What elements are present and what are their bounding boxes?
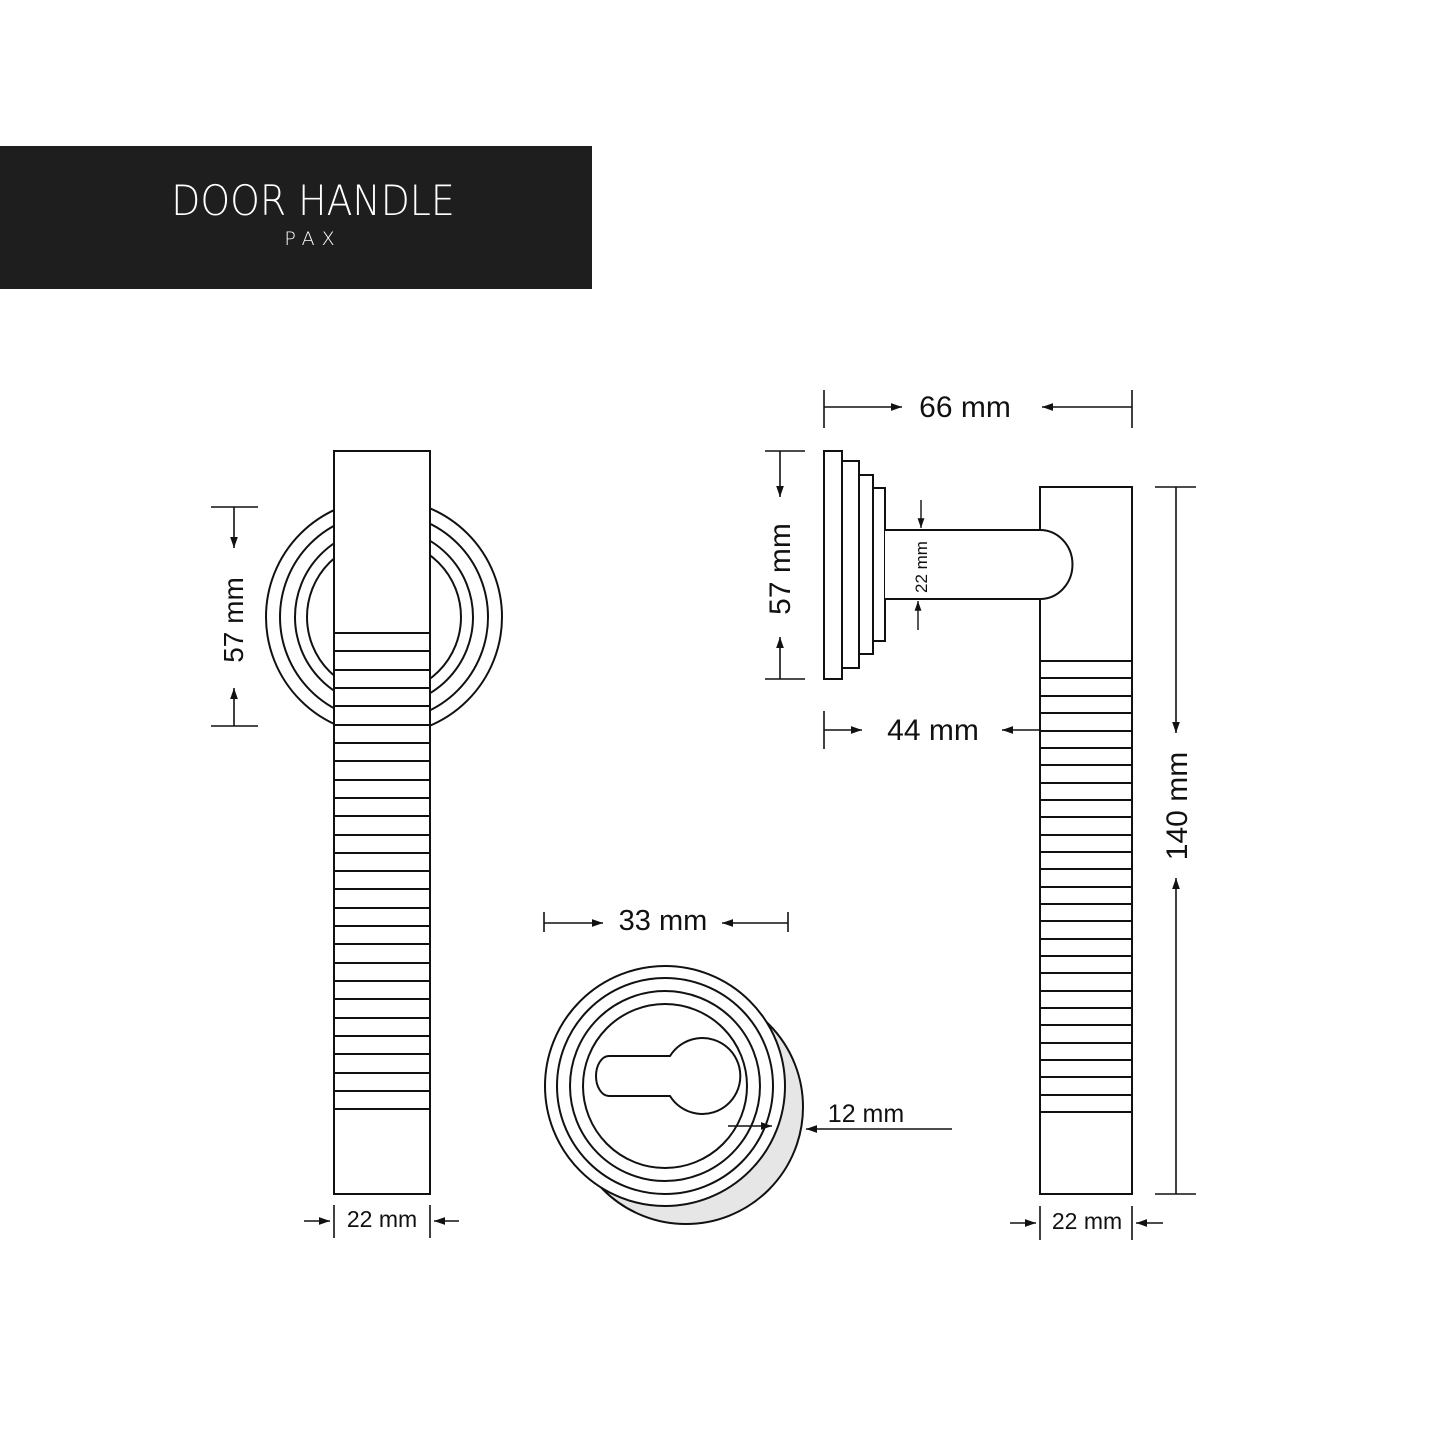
stepped-rose <box>823 450 886 680</box>
dim-front-lever-width <box>304 1205 459 1238</box>
side-view <box>765 390 1196 1240</box>
lever-grooves-side <box>1040 660 1132 1113</box>
lever-front <box>333 450 431 1195</box>
label-side-total-projection: 66 mm <box>919 391 1011 424</box>
label-escutcheon-diameter: 33 mm <box>619 905 708 937</box>
dim-side-lever-width <box>1010 1206 1163 1240</box>
label-escutcheon-depth: 12 mm <box>828 1100 904 1128</box>
dim-side-neck-length <box>823 711 1040 749</box>
dim-side-neck-diameter <box>914 500 925 630</box>
title-banner: DOOR HANDLE PAX <box>0 146 592 289</box>
dim-side-total-projection <box>823 390 1133 428</box>
label-side-neck-length: 44 mm <box>887 714 979 747</box>
dim-escutcheon-diameter <box>543 912 789 932</box>
dim-front-rose-height <box>211 506 258 727</box>
label-side-lever-width: 22 mm <box>1052 1208 1122 1234</box>
dim-escutcheon-depth <box>728 1122 952 1133</box>
dim-side-rose-height <box>765 450 805 680</box>
dim-side-lever-length <box>1155 486 1196 1195</box>
product-title: DOOR HANDLE <box>171 176 455 225</box>
lever-neck <box>885 529 1074 600</box>
lever-grooves-front <box>334 632 430 1110</box>
escutcheon-view <box>543 912 952 1225</box>
label-side-rose-height: 57 mm <box>764 523 797 615</box>
label-side-neck-diameter: 22 mm <box>912 541 931 593</box>
label-front-lever-width: 22 mm <box>347 1206 417 1232</box>
product-subtitle: PAX <box>284 228 342 250</box>
keyhole-icon <box>595 1037 742 1115</box>
front-view <box>211 450 503 1238</box>
label-side-lever-length: 140 mm <box>1161 752 1194 860</box>
label-front-rose-height: 57 mm <box>218 577 249 663</box>
